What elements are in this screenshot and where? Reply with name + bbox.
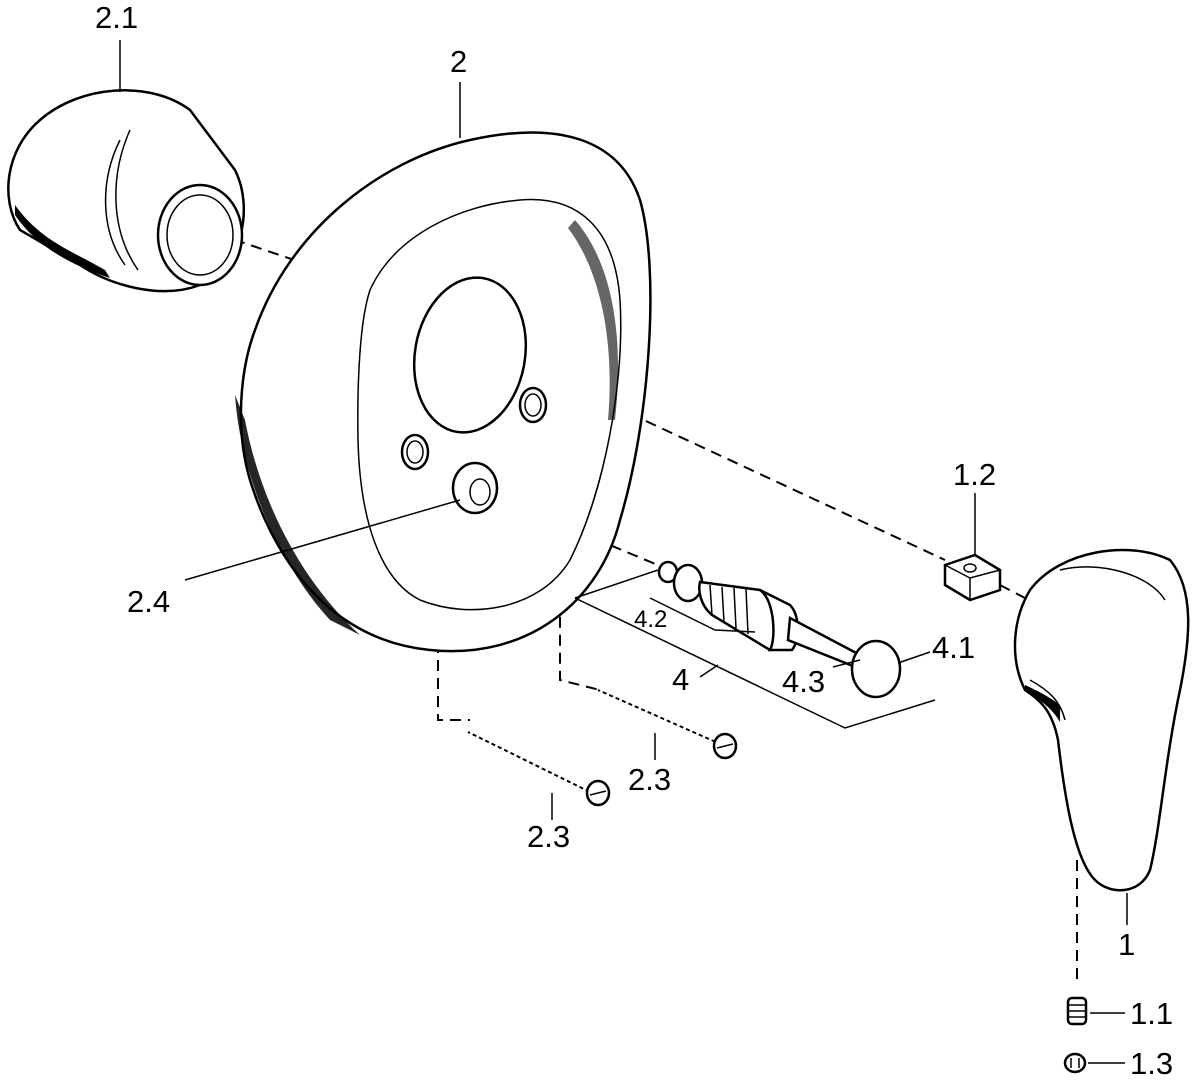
label-4-3: 4.3 [782, 664, 825, 699]
sleeve-part [7, 89, 246, 293]
part-labels: 2.1 2 2.4 1.2 4.2 4.1 4.3 4 2.3 2.3 1 1.… [95, 0, 1173, 1080]
axis-screw-left [437, 462, 470, 721]
screw-left [467, 731, 611, 807]
leader-lines [119, 40, 1128, 1064]
label-2: 2 [450, 44, 467, 79]
label-2-4: 2.4 [127, 584, 170, 619]
screw-right [597, 689, 738, 760]
cap-part [1063, 1052, 1087, 1074]
label-2-1: 2.1 [95, 0, 138, 35]
escutcheon-plate [235, 131, 652, 653]
label-1-1: 1.1 [1130, 996, 1173, 1031]
axis-cartridge [477, 489, 666, 569]
cartridge-part [657, 560, 902, 699]
label-2-3-right: 2.3 [628, 762, 671, 797]
label-1: 1 [1118, 927, 1135, 962]
label-1-2: 1.2 [953, 457, 996, 492]
label-4: 4 [672, 662, 689, 697]
label-4-1: 4.1 [932, 630, 975, 665]
label-4-2: 4.2 [634, 606, 667, 633]
lever-handle-part [1013, 548, 1190, 892]
label-2-3-left: 2.3 [527, 819, 570, 854]
block-part [943, 553, 1002, 602]
set-screw-part [1066, 996, 1088, 1026]
axis-block-to-handle [999, 584, 1026, 599]
label-1-3: 1.3 [1130, 1046, 1173, 1080]
